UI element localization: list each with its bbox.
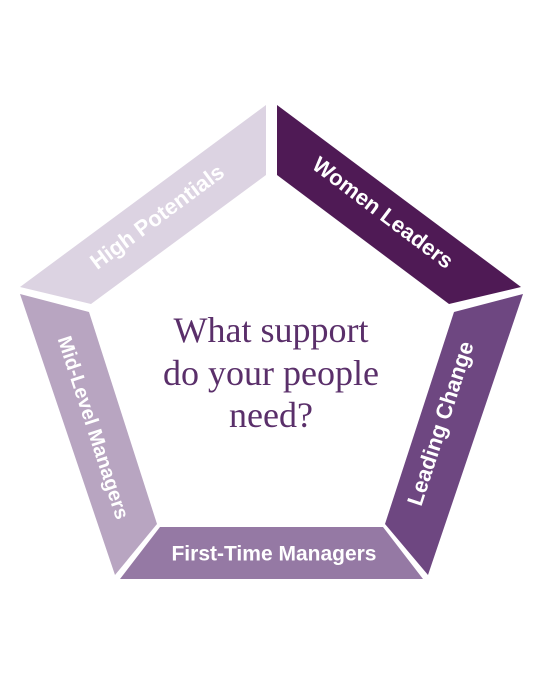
segment-label-first-time-managers: First-Time Managers bbox=[171, 543, 376, 566]
segment-leading-change[interactable] bbox=[385, 294, 523, 575]
segment-first-time-managers[interactable] bbox=[120, 527, 423, 579]
segment-women-leaders[interactable] bbox=[277, 105, 521, 304]
center-question-line-3: need? bbox=[229, 395, 313, 435]
center-question-line-1: What support bbox=[174, 310, 369, 350]
segment-mid-level-managers[interactable] bbox=[20, 294, 157, 575]
center-question-line-2: do your people bbox=[163, 353, 379, 393]
segment-high-potentials[interactable] bbox=[20, 105, 266, 304]
